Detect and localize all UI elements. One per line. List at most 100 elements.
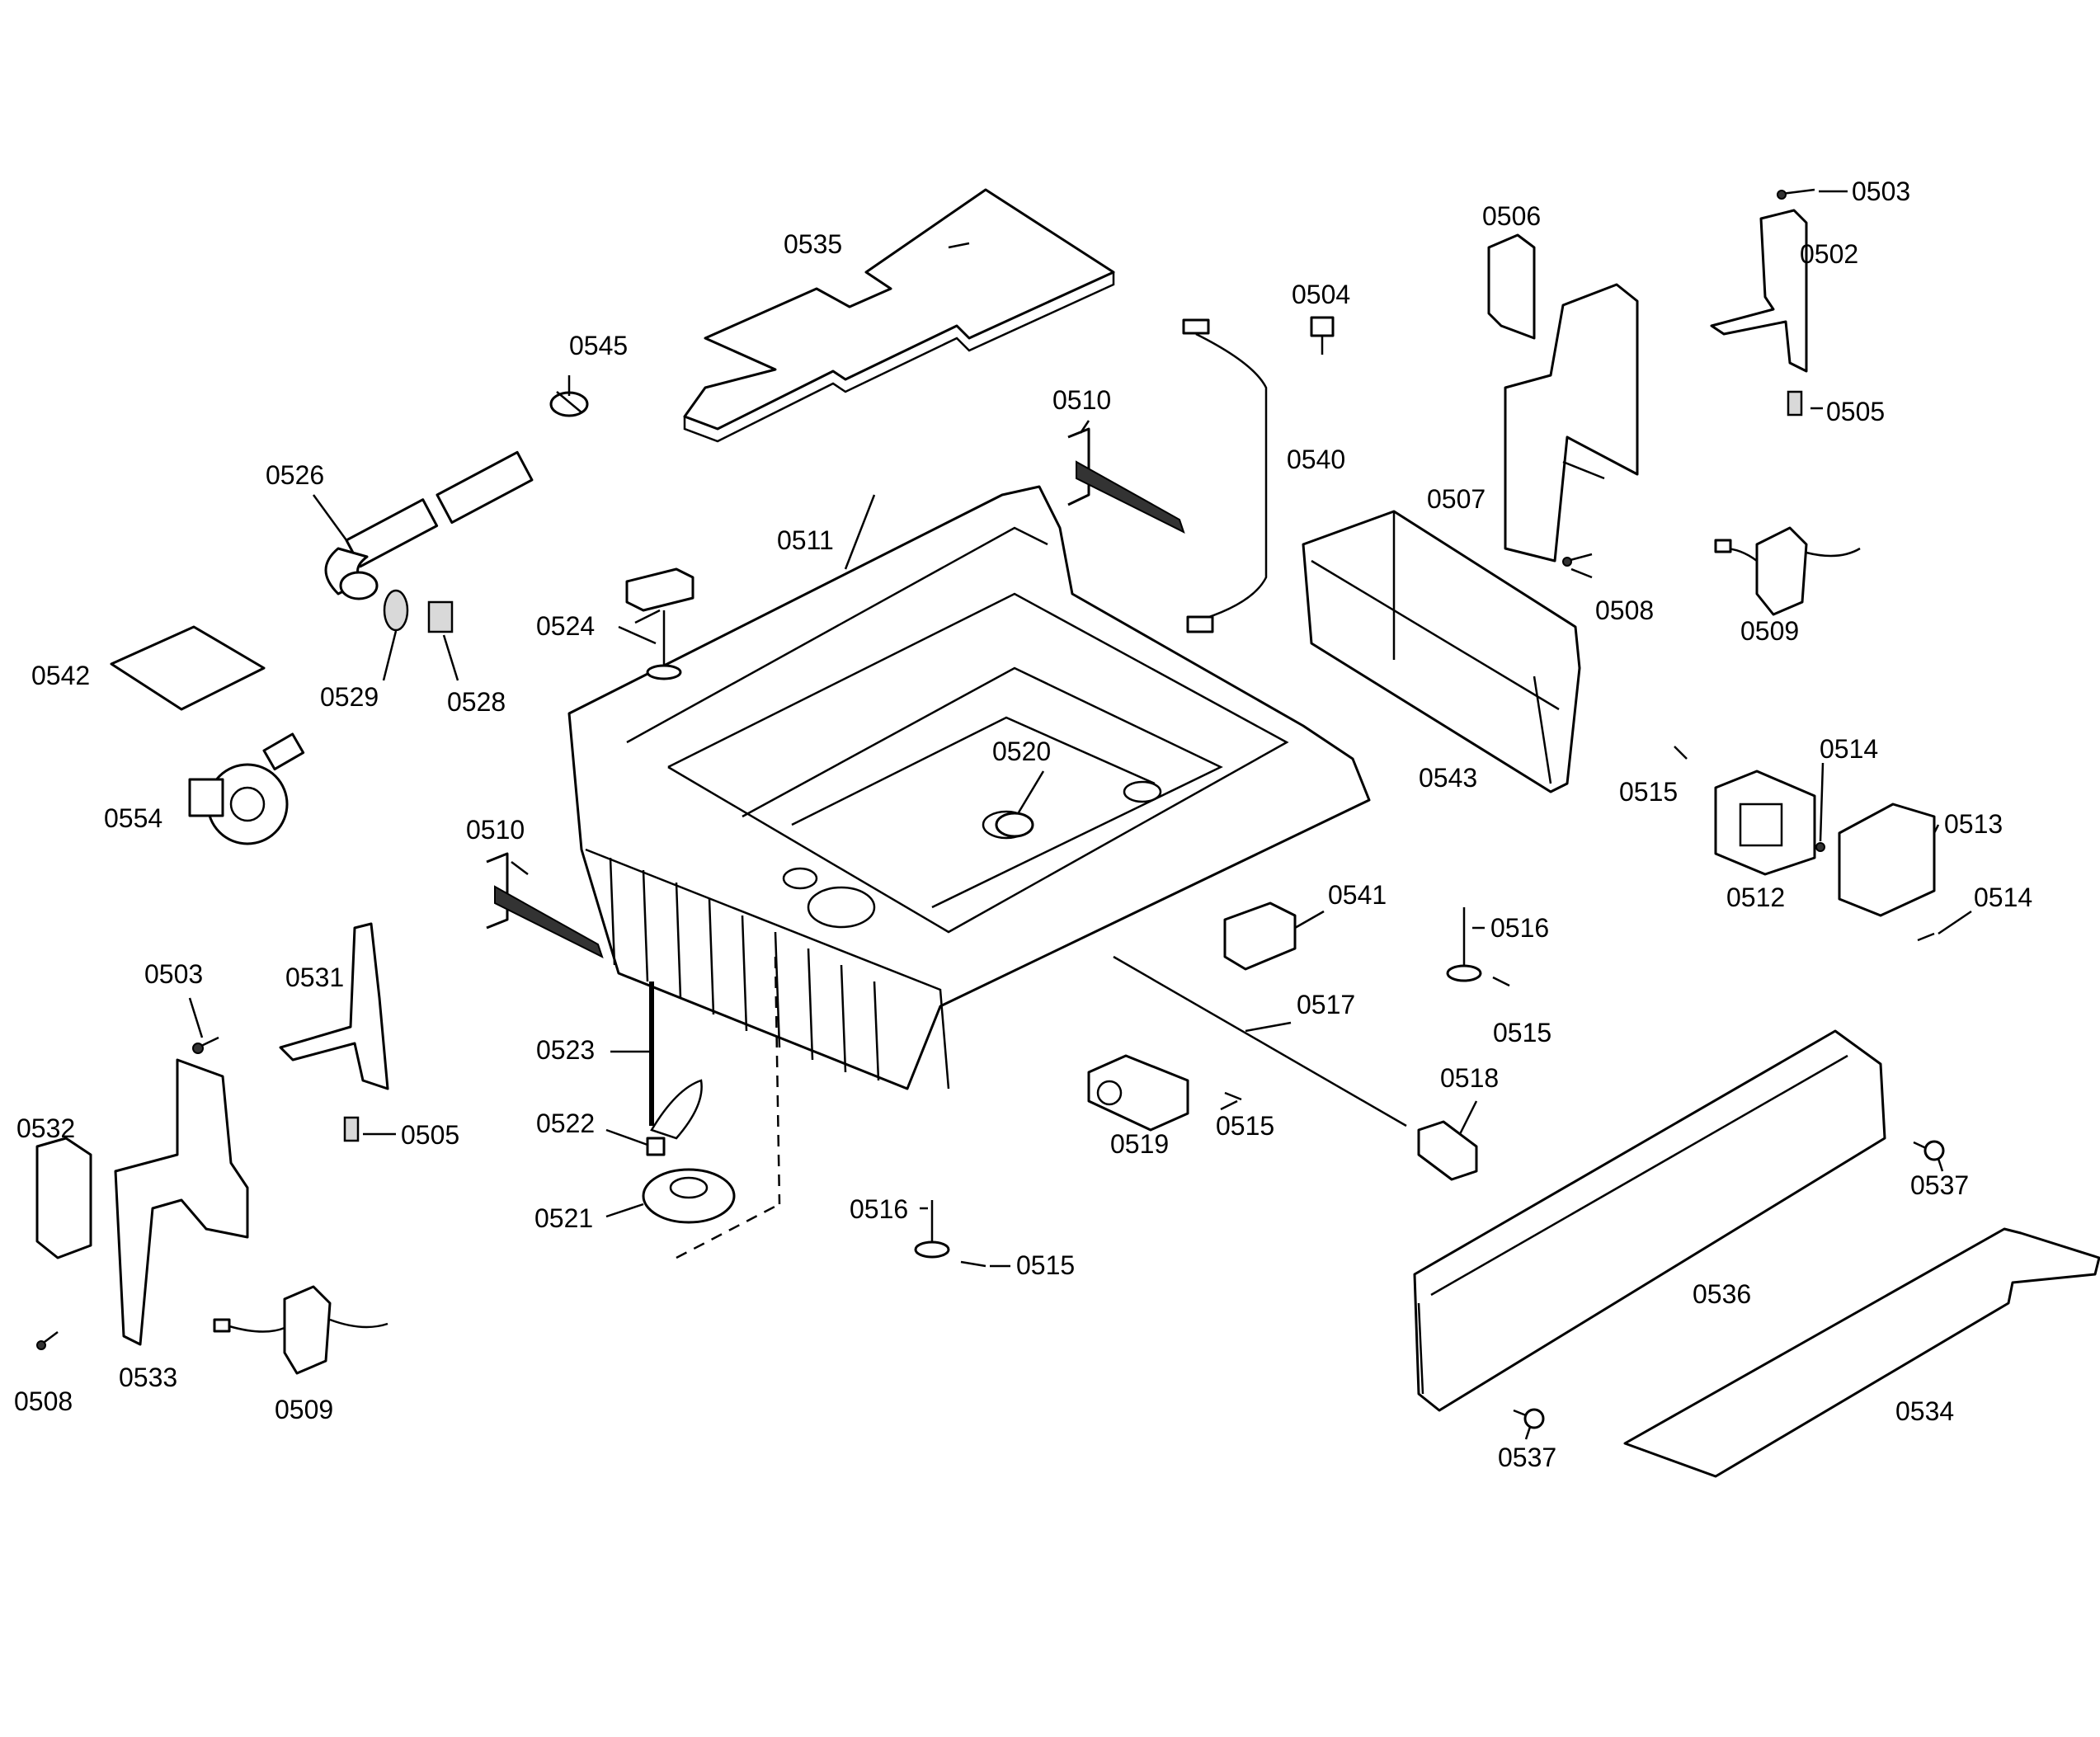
label-0532: 0532 — [16, 1113, 75, 1143]
part-0516-screw-right — [1446, 907, 1482, 982]
part-0514-screw-a — [1815, 842, 1825, 852]
part-0531-bracket — [279, 922, 389, 1090]
part-0524-block — [625, 567, 695, 680]
part-0510-spring-upper — [1067, 427, 1185, 534]
part-0503-screw-top — [1777, 188, 1815, 200]
part-0513-cover — [1838, 803, 1936, 917]
label-0522: 0522 — [536, 1109, 595, 1138]
label-0524: 0524 — [536, 611, 595, 641]
part-0515-screw-d — [960, 1260, 986, 1268]
label-0523: 0523 — [536, 1035, 595, 1065]
label-0521: 0521 — [534, 1203, 593, 1233]
label-0508: 0508 — [1595, 595, 1654, 625]
part-0526-hose — [324, 450, 534, 600]
part-0503-screw-left — [192, 1036, 219, 1054]
part-0520-float-inner — [995, 812, 1034, 838]
part-0506-bracket — [1487, 233, 1536, 340]
label-0518: 0518 — [1440, 1063, 1499, 1093]
part-0509-switch-top — [1714, 526, 1861, 616]
label-0505: 0505 — [1826, 397, 1885, 426]
label-0514: 0514 — [1974, 883, 2032, 912]
label-0533: 0533 — [119, 1363, 177, 1392]
label-0512: 0512 — [1726, 883, 1785, 912]
part-0511-base-frame — [567, 485, 1371, 1205]
label-0508: 0508 — [14, 1386, 73, 1416]
label-0526: 0526 — [266, 460, 324, 490]
leader-lines — [188, 190, 1972, 1440]
label-0510: 0510 — [466, 815, 525, 845]
label-0545: 0545 — [569, 331, 628, 360]
label-0502: 0502 — [1800, 239, 1858, 269]
part-0509-switch-left — [213, 1285, 388, 1375]
label-0537: 0537 — [1498, 1443, 1556, 1472]
label-0511: 0511 — [777, 525, 834, 555]
label-0515: 0515 — [1216, 1111, 1274, 1141]
part-0518-foot — [1417, 1120, 1478, 1181]
part-0515-screw-a — [1674, 746, 1688, 760]
label-0516: 0516 — [1490, 913, 1549, 943]
part-0541-relay — [1223, 901, 1297, 971]
part-0519-valve — [1087, 1054, 1189, 1132]
part-0540-wire — [1182, 318, 1268, 633]
part-0536-kick-plate — [1413, 1029, 1886, 1412]
label-0506: 0506 — [1482, 201, 1541, 231]
part-0532-cover — [35, 1137, 92, 1259]
label-0520: 0520 — [992, 737, 1051, 766]
part-0522-sensor — [646, 1079, 703, 1156]
label-0537: 0537 — [1910, 1170, 1969, 1200]
part-0517-rod — [1113, 955, 1407, 1127]
part-0535-cover-plate — [683, 188, 1115, 443]
label-0504: 0504 — [1292, 280, 1350, 309]
part-0507-bracket — [1504, 283, 1639, 563]
label-0536: 0536 — [1693, 1279, 1751, 1309]
label-0515: 0515 — [1619, 777, 1678, 807]
part-0505-clip-top — [1787, 390, 1803, 417]
part-0516-screw-left — [914, 1200, 950, 1259]
part-0504-clip — [1310, 316, 1335, 355]
label-0515: 0515 — [1016, 1250, 1075, 1280]
label-0509: 0509 — [1740, 616, 1799, 646]
label-0535: 0535 — [784, 229, 842, 259]
part-0515-screw-c — [1224, 1091, 1242, 1101]
label-0509: 0509 — [275, 1395, 333, 1424]
part-0537-screw-left — [1513, 1408, 1545, 1429]
part-0510-spring-lower — [486, 852, 604, 958]
label-0542: 0542 — [31, 661, 90, 690]
label-0519: 0519 — [1110, 1129, 1169, 1159]
label-0554: 0554 — [104, 803, 162, 833]
part-0512-housing — [1714, 770, 1816, 876]
label-0513: 0513 — [1944, 809, 2003, 839]
label-0505: 0505 — [401, 1120, 459, 1150]
part-0537-screw-right — [1913, 1140, 1945, 1161]
part-0534-trim-strip — [1623, 1227, 2100, 1478]
label-0540: 0540 — [1287, 445, 1345, 474]
label-0515: 0515 — [1493, 1018, 1551, 1047]
label-0531: 0531 — [285, 963, 344, 992]
label-0517: 0517 — [1297, 990, 1355, 1019]
label-0510: 0510 — [1052, 385, 1111, 415]
label-0529: 0529 — [320, 682, 379, 712]
label-0507: 0507 — [1427, 484, 1486, 514]
label-0503: 0503 — [1852, 177, 1910, 206]
part-0529-clip — [383, 589, 409, 632]
part-0508-screw-top — [1562, 553, 1593, 567]
part-0533-bracket — [114, 1058, 249, 1346]
part-0543-control-module — [1302, 510, 1581, 793]
part-labels: 0503 0506 0502 0535 0504 0545 0510 0505 … — [14, 177, 2032, 1472]
label-0534: 0534 — [1895, 1396, 1954, 1426]
label-0503: 0503 — [144, 959, 203, 989]
label-0543: 0543 — [1419, 763, 1477, 793]
part-0554-pump — [188, 732, 305, 845]
label-0514: 0514 — [1820, 734, 1878, 764]
part-0505-clip-left — [343, 1116, 360, 1142]
part-0508-screw-left — [36, 1331, 59, 1350]
part-0528-bracket — [427, 600, 454, 633]
part-0515-screw-b — [1492, 976, 1510, 987]
part-0521-float — [642, 1168, 780, 1259]
label-0541: 0541 — [1328, 880, 1387, 910]
part-0542-bag — [110, 625, 266, 711]
label-0528: 0528 — [447, 687, 506, 717]
label-0516: 0516 — [850, 1194, 908, 1224]
part-0502-bracket — [1710, 209, 1808, 373]
